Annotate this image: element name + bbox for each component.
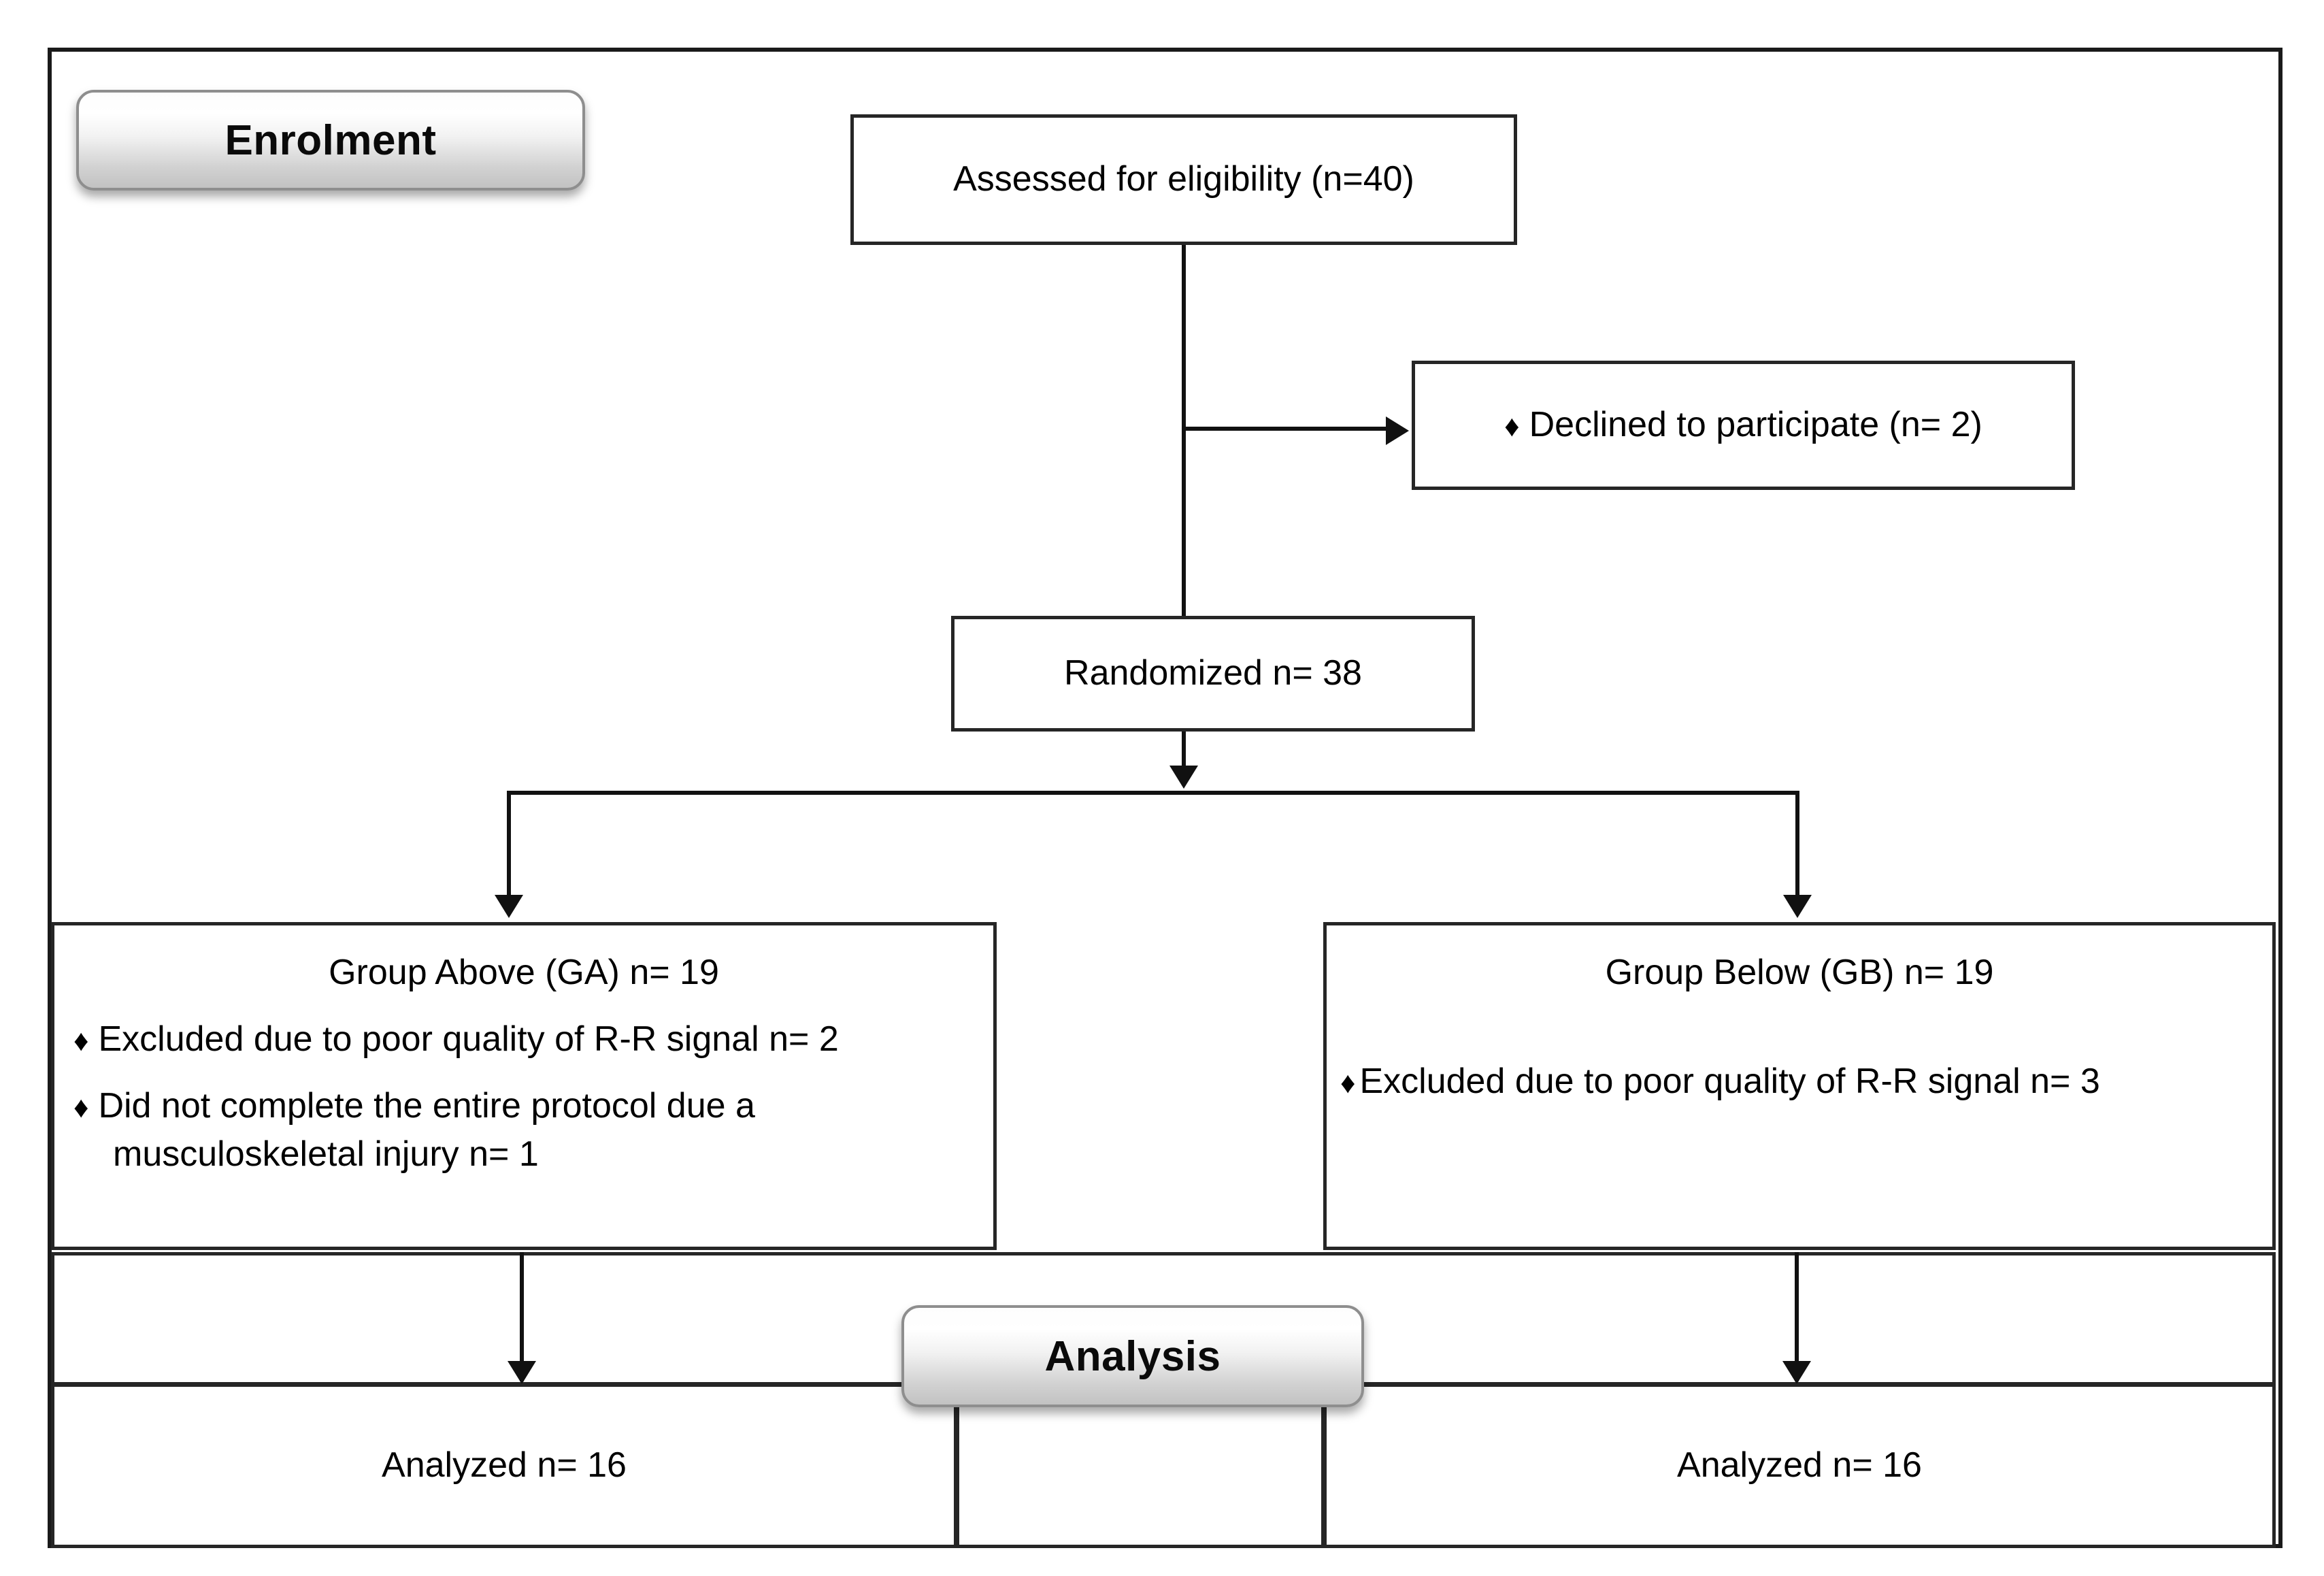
- node-randomized-line-1: Randomized n= 38: [1064, 653, 1362, 693]
- connector-randomized-stem: [1182, 732, 1186, 774]
- node-declined-bullet-line: ♦ Declined to participate (n= 2): [1504, 401, 1982, 450]
- node-analyzed-right-text: Analyzed n= 16: [1677, 1445, 1922, 1485]
- arrowhead-randomized-split: [1169, 766, 1198, 789]
- node-assessed-for-eligibility: Assessed for eligibility (n=40): [850, 114, 1517, 245]
- connector-branch-right: [1795, 791, 1799, 900]
- connector-split-bar: [507, 791, 1799, 795]
- node-analyzed-left-text: Analyzed n= 16: [382, 1445, 627, 1485]
- node-analyzed-left: Analyzed n= 16: [51, 1383, 957, 1548]
- stage-label-analysis-text: Analysis: [1044, 1332, 1221, 1380]
- node-group-above: Group Above (GA) n= 19 ♦ Excluded due to…: [51, 922, 997, 1250]
- connector-branch-left: [507, 791, 511, 900]
- node-declined-text: Declined to participate (n= 2): [1529, 405, 1982, 445]
- node-group-above-item-2: ♦ Did not complete the entire protocol d…: [73, 1082, 755, 1131]
- node-declined-to-participate: ♦ Declined to participate (n= 2): [1412, 361, 2075, 490]
- node-assessed-line-1: Assessed for eligibility (n=40): [953, 159, 1414, 199]
- node-group-above-heading: Group Above (GA) n= 19: [329, 953, 719, 992]
- node-group-below-item-1: ♦ Excluded due to poor quality of R-R si…: [1340, 1057, 2100, 1106]
- node-group-below-heading: Group Below (GB) n= 19: [1605, 953, 1994, 992]
- arrowhead-to-analyzed-right: [1782, 1361, 1811, 1384]
- node-analyzed-right: Analyzed n= 16: [1323, 1383, 2276, 1548]
- diamond-bullet-icon: ♦: [1504, 410, 1520, 444]
- node-group-below-item-1-text: Excluded due to poor quality of R-R sign…: [1359, 1061, 2100, 1101]
- arrowhead-to-group-above: [495, 895, 523, 918]
- diamond-bullet-icon: ♦: [73, 1023, 89, 1057]
- arrowhead-to-group-below: [1783, 895, 1812, 918]
- connector-group-above-to-analyzed: [520, 1252, 524, 1381]
- stage-label-analysis[interactable]: Analysis: [901, 1305, 1364, 1407]
- node-analyzed-middle-spacer: [956, 1383, 1325, 1548]
- node-group-above-item-1: ♦ Excluded due to poor quality of R-R si…: [73, 1015, 839, 1064]
- node-group-above-item-2-cont: musculoskeletal injury n= 1: [113, 1134, 539, 1175]
- node-group-below: Group Below (GB) n= 19 ♦ Excluded due to…: [1323, 922, 2276, 1250]
- diamond-bullet-icon: ♦: [73, 1090, 89, 1124]
- node-group-above-item-2-text: Did not complete the entire protocol due…: [98, 1085, 755, 1126]
- connector-group-below-to-analyzed: [1795, 1252, 1799, 1381]
- node-group-above-item-1-text: Excluded due to poor quality of R-R sign…: [98, 1019, 839, 1059]
- arrowhead-to-declined: [1386, 416, 1409, 445]
- stage-label-enrolment-text: Enrolment: [225, 116, 437, 164]
- stage-label-enrolment[interactable]: Enrolment: [76, 90, 585, 191]
- diamond-bullet-icon: ♦: [1340, 1066, 1356, 1100]
- arrowhead-to-analyzed-left: [508, 1361, 536, 1384]
- node-randomized: Randomized n= 38: [951, 616, 1475, 732]
- connector-assessed-to-declined: [1182, 427, 1386, 431]
